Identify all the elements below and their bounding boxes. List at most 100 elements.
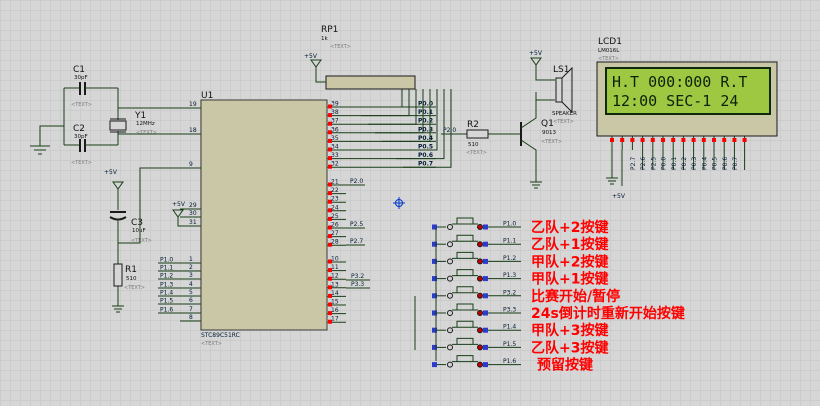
mcu-pin-number: 39 — [331, 101, 339, 108]
mcu-pin-number: 2 — [189, 264, 193, 271]
vcc-speaker: +5V — [529, 50, 555, 101]
button-net-label: P1.1 — [503, 238, 516, 245]
push-button[interactable]: P1.6 预留按键 — [432, 355, 594, 374]
mcu-pin-number: 36 — [331, 126, 339, 133]
mcu-pin-number: 38 — [331, 109, 339, 116]
p3-net-label: P3.2 — [351, 273, 364, 280]
r1-value: 510 — [126, 276, 137, 282]
button-net-label: P1.2 — [503, 255, 516, 262]
resistor-r2[interactable]: R2 510 <TEXT> — [466, 120, 489, 156]
button-label: 乙队+1按键 — [531, 236, 609, 253]
c3-value: 10uF — [132, 228, 146, 234]
c3-text: <TEXT> — [131, 238, 152, 244]
button-net-label: P3.2 — [503, 289, 516, 296]
button-label: 预留按键 — [537, 357, 594, 374]
p0-net-label: P0.3 — [418, 126, 433, 133]
mcu-pin-number: 23 — [331, 196, 339, 203]
button-net-label: P3.3 — [503, 307, 516, 314]
cursor-crosshair — [393, 197, 405, 209]
vcc-lcd: +5V — [612, 193, 626, 200]
lcd-net-label: P0.5 — [712, 157, 719, 170]
mcu-pin-number: 15 — [331, 299, 339, 306]
q1-text: <TEXT> — [541, 139, 562, 145]
c3-ref: C3 — [131, 218, 143, 228]
mcu-pin-number: 32 — [331, 161, 339, 168]
r2-text: <TEXT> — [466, 150, 487, 156]
q1-value: 9013 — [542, 130, 556, 136]
p1-net-label: P1.2 — [160, 273, 173, 280]
rp1-value: 1k — [321, 36, 328, 42]
mcu-pin-number: 35 — [331, 135, 339, 142]
c2-value: 30pF — [74, 134, 88, 140]
mcu-pin-number: 13 — [331, 281, 339, 288]
mcu-pin-number: 30 — [189, 210, 197, 217]
p0-net-label: P0.7 — [418, 161, 433, 168]
lcd-net-label: P0.0 — [661, 157, 668, 170]
c1-text: <TEXT> — [71, 102, 92, 108]
ls1-text: <TEXT> — [553, 119, 574, 125]
y1-value: 12MHz — [136, 121, 155, 127]
p0-net-label: P0.5 — [418, 144, 433, 151]
c2-ref: C2 — [73, 124, 85, 134]
push-button[interactable]: P3.2 比赛开始/暂停 — [432, 286, 620, 305]
lcd-text: <TEXT> — [598, 56, 619, 62]
transistor-q1[interactable]: Q1 9013 <TEXT> — [520, 92, 562, 182]
vcc-ea: +5V — [172, 201, 201, 227]
p2-net-label: P2.7 — [350, 238, 363, 245]
mcu-pin-number: 9 — [189, 161, 193, 168]
capacitor-c2[interactable]: C2 30pF <TEXT> — [64, 124, 118, 166]
ls1-ref: LS1 — [553, 65, 569, 75]
p0-net-label: P0.2 — [418, 118, 433, 125]
button-label: 甲队+3按键 — [531, 322, 609, 339]
mcu-pin-number: 8 — [189, 314, 193, 321]
mcu-pin-number: 34 — [331, 144, 339, 151]
mcu-text: <TEXT> — [201, 341, 222, 347]
rp1-ref: RP1 — [321, 25, 338, 35]
button-net-label: P1.6 — [503, 358, 516, 365]
button-label: 比赛开始/暂停 — [531, 288, 620, 305]
mcu-pin-number: 22 — [331, 187, 339, 194]
c2-text: <TEXT> — [71, 160, 92, 166]
lcd-lcd1[interactable]: LCD1 LM016L <TEXT> H.T 000:000 R.T 12:00… — [596, 37, 778, 137]
capacitor-c1[interactable]: C1 30pF <TEXT> — [64, 65, 118, 108]
button-label: 甲队+1按键 — [531, 271, 609, 288]
vcc-reset-label: +5V — [104, 169, 118, 176]
push-button[interactable]: P1.1 乙队+1按键 — [432, 234, 609, 253]
mcu-pin-number: 18 — [189, 127, 197, 134]
y1-ref: Y1 — [134, 111, 146, 121]
speaker-ls1[interactable]: LS1 SPEAKER <TEXT> — [552, 65, 577, 125]
mcu-pin-number: 16 — [331, 307, 339, 314]
mcu-pin-number: 3 — [189, 272, 193, 279]
lcd-net-label: P2.7 — [630, 157, 637, 170]
mcu-u1[interactable]: U1 STC89C51RC <TEXT> — [200, 91, 328, 347]
mcu-pin-number: 21 — [331, 179, 339, 186]
mcu-pin-number: 11 — [331, 264, 339, 271]
mcu-part: STC89C51RC — [201, 332, 240, 339]
mcu-pin-number: 33 — [331, 152, 339, 159]
mcu-pin-number: 5 — [189, 289, 193, 296]
mcu-pin-number: 27 — [331, 230, 339, 237]
p1-net-label: P1.4 — [160, 290, 173, 297]
mcu-pin-number: 17 — [331, 316, 339, 323]
p1-net-label: P1.3 — [160, 282, 173, 289]
p3-net-label: P3.3 — [351, 281, 364, 288]
resistor-pack-rp1[interactable]: RP1 1k <TEXT> — [321, 25, 416, 90]
lcd-line-2: 12:00 SEC-1 24 — [612, 92, 738, 110]
lcd-net-label: P0.1 — [671, 157, 678, 170]
ground-bus — [414, 228, 437, 361]
p0-net-label: P0.6 — [418, 152, 433, 159]
rp1-text: <TEXT> — [330, 44, 351, 50]
vcc-rp1: +5V — [304, 53, 326, 83]
p1-net-label: P1.6 — [160, 307, 173, 314]
mcu-pin-number: 12 — [331, 273, 339, 280]
p0-net-label: P0.0 — [418, 101, 433, 108]
lcd-net-label: P2.6 — [640, 157, 647, 170]
vcc-reset: +5V — [104, 169, 124, 210]
